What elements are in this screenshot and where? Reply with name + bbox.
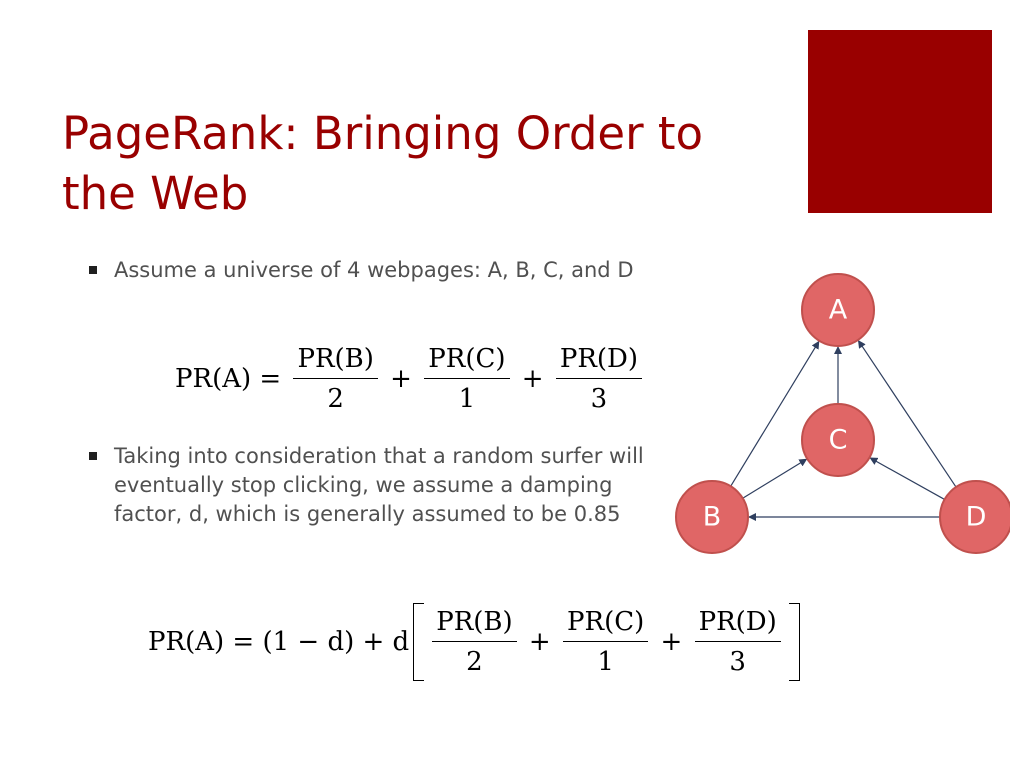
title-line-1: PageRank: Bringing Order to [62, 107, 704, 160]
title-line-2: the Web [62, 167, 249, 220]
fraction-denominator: 3 [729, 647, 746, 677]
node-circle [675, 480, 749, 554]
slide-title: PageRank: Bringing Order to the Web [62, 104, 802, 224]
square-bullet-icon [89, 452, 97, 460]
fraction-c: PR(C) 1 [424, 343, 510, 415]
right-bracket [788, 603, 800, 681]
bullet-text: Assume a universe of 4 webpages: A, B, C… [114, 258, 634, 282]
plus-operator: + [381, 364, 421, 394]
edge-d-to-c [869, 457, 945, 500]
node-circle [801, 273, 875, 347]
fraction-denominator: 1 [597, 647, 614, 677]
node-b: B [675, 480, 749, 554]
plus-operator: + [513, 364, 552, 394]
bullet-universe: Assume a universe of 4 webpages: A, B, C… [89, 256, 654, 285]
node-label: C [829, 425, 848, 456]
fraction-numerator: PR(B) [293, 343, 378, 379]
edge-b-to-a [730, 340, 820, 487]
fraction-b: PR(B) 2 [432, 606, 517, 678]
link-graph: A B C D [675, 273, 1010, 554]
plus-operator: + [652, 627, 691, 657]
accent-block [808, 30, 992, 213]
node-d: D [939, 480, 1010, 554]
fraction-denominator: 2 [466, 647, 483, 677]
formula-pagerank-simple: PR(A) = PR(B) 2 + PR(C) 1 + PR(D) 3 [175, 343, 646, 415]
square-bullet-icon [89, 266, 97, 274]
formula-lhs: PR(A) = (1 − d) + d [148, 627, 410, 657]
fraction-numerator: PR(D) [694, 606, 781, 642]
edge-b-to-c [742, 458, 808, 499]
formula-pagerank-damped: PR(A) = (1 − d) + d PR(B) 2 + PR(C) 1 + … [148, 603, 804, 681]
fraction-d: PR(D) 3 [555, 343, 643, 415]
node-label: B [703, 502, 722, 533]
fraction-numerator: PR(D) [555, 343, 643, 379]
node-label: A [829, 295, 848, 326]
node-label: D [966, 502, 987, 533]
fraction-d: PR(D) 3 [694, 606, 781, 678]
fraction-c: PR(C) 1 [563, 606, 649, 678]
edge-d-to-a [857, 339, 957, 488]
fraction-denominator: 1 [458, 384, 476, 414]
fraction-numerator: PR(B) [432, 606, 517, 642]
bullet-damping: Taking into consideration that a random … [89, 442, 654, 529]
left-bracket [413, 603, 425, 681]
bullet-text: Taking into consideration that a random … [114, 444, 644, 526]
fraction-b: PR(B) 2 [293, 343, 378, 415]
node-circle [801, 403, 875, 477]
formula-lhs: PR(A) = [175, 364, 290, 394]
fraction-denominator: 3 [590, 384, 608, 414]
plus-operator: + [520, 627, 559, 657]
fraction-numerator: PR(C) [424, 343, 510, 379]
fraction-denominator: 2 [327, 384, 344, 414]
fraction-numerator: PR(C) [563, 606, 649, 642]
node-a: A [801, 273, 875, 347]
node-circle [939, 480, 1010, 554]
node-c: C [801, 403, 875, 477]
